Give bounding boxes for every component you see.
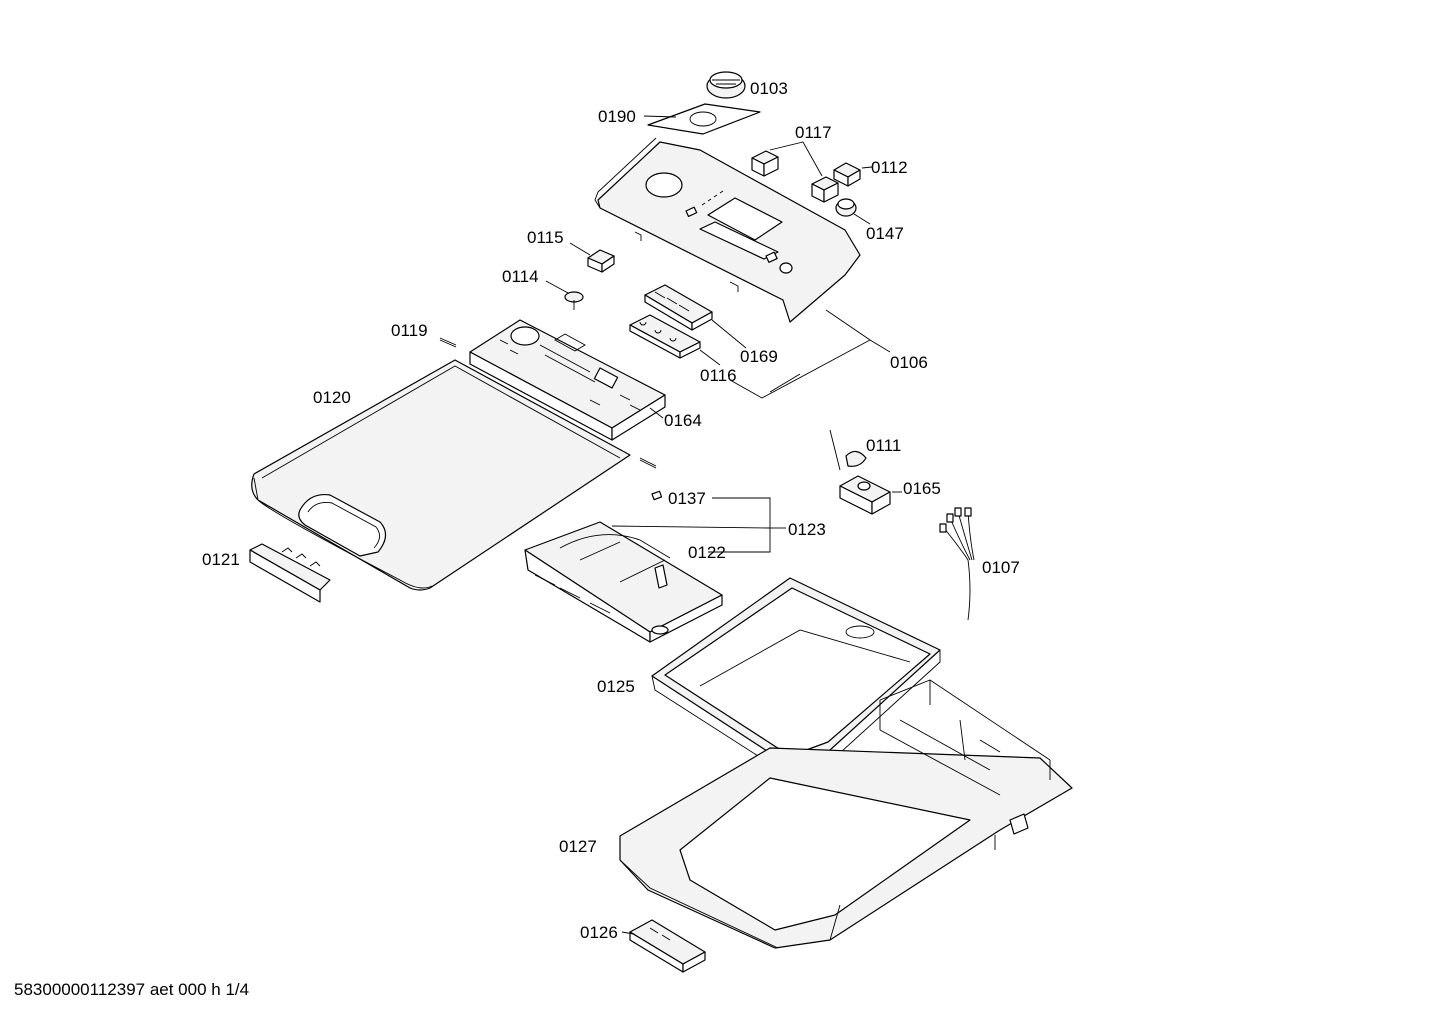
label-0116: 0116 xyxy=(700,366,737,385)
part-0115-bracket xyxy=(587,249,615,273)
label-0123: 0123 xyxy=(788,520,826,539)
label-0165: 0165 xyxy=(903,479,941,498)
part-lid-pin xyxy=(639,457,657,469)
label-0117: 0117 xyxy=(795,123,832,142)
part-0120-lid xyxy=(251,359,631,591)
label-0121: 0121 xyxy=(202,550,240,569)
part-0123-detergent-drawer xyxy=(524,521,723,643)
part-0106-control-panel xyxy=(594,137,861,323)
label-0112: 0112 xyxy=(871,158,908,177)
part-0165-pressure-switch xyxy=(839,475,891,515)
part-0125-tub-ring xyxy=(651,577,941,771)
label-0119: 0119 xyxy=(391,321,428,340)
part-0190-sticker xyxy=(647,103,761,135)
label-0114: 0114 xyxy=(502,267,539,286)
label-0122: 0122 xyxy=(688,543,726,562)
part-0117-switch-a xyxy=(751,150,779,177)
part-0112-connector xyxy=(833,162,861,187)
part-0119-pin xyxy=(439,337,457,348)
label-0106: 0106 xyxy=(890,353,928,372)
part-0127-top-frame xyxy=(619,679,1073,949)
label-0169: 0169 xyxy=(740,347,778,366)
label-0125: 0125 xyxy=(597,677,635,696)
part-0121-handle xyxy=(249,543,331,603)
label-0103: 0103 xyxy=(750,79,788,98)
document-footer: 58300000112397 aet 000 h 1/4 xyxy=(14,980,250,999)
label-0127: 0127 xyxy=(559,837,597,856)
label-0190: 0190 xyxy=(598,107,636,126)
label-0111: 0111 xyxy=(866,436,901,455)
label-0126: 0126 xyxy=(580,923,618,942)
label-0164: 0164 xyxy=(664,411,702,430)
part-0117-switch-b xyxy=(811,176,839,203)
part-0111-valve-cap xyxy=(829,429,867,471)
label-0120: 0120 xyxy=(313,388,351,407)
part-0107-wiring-harness xyxy=(939,507,975,621)
part-0103-knob xyxy=(706,71,746,99)
part-0169-button-strip xyxy=(644,284,713,331)
part-0164-electronic-module xyxy=(469,319,666,441)
label-0115: 0115 xyxy=(527,228,564,247)
part-0114-clip xyxy=(564,291,584,310)
part-0147-button xyxy=(835,198,857,217)
label-0107: 0107 xyxy=(982,558,1020,577)
part-0126-latch xyxy=(629,919,706,973)
label-0147: 0147 xyxy=(866,224,904,243)
label-0137: 0137 xyxy=(668,489,706,508)
part-0137-small-part xyxy=(651,490,663,501)
part-0116-led-board xyxy=(629,314,701,359)
